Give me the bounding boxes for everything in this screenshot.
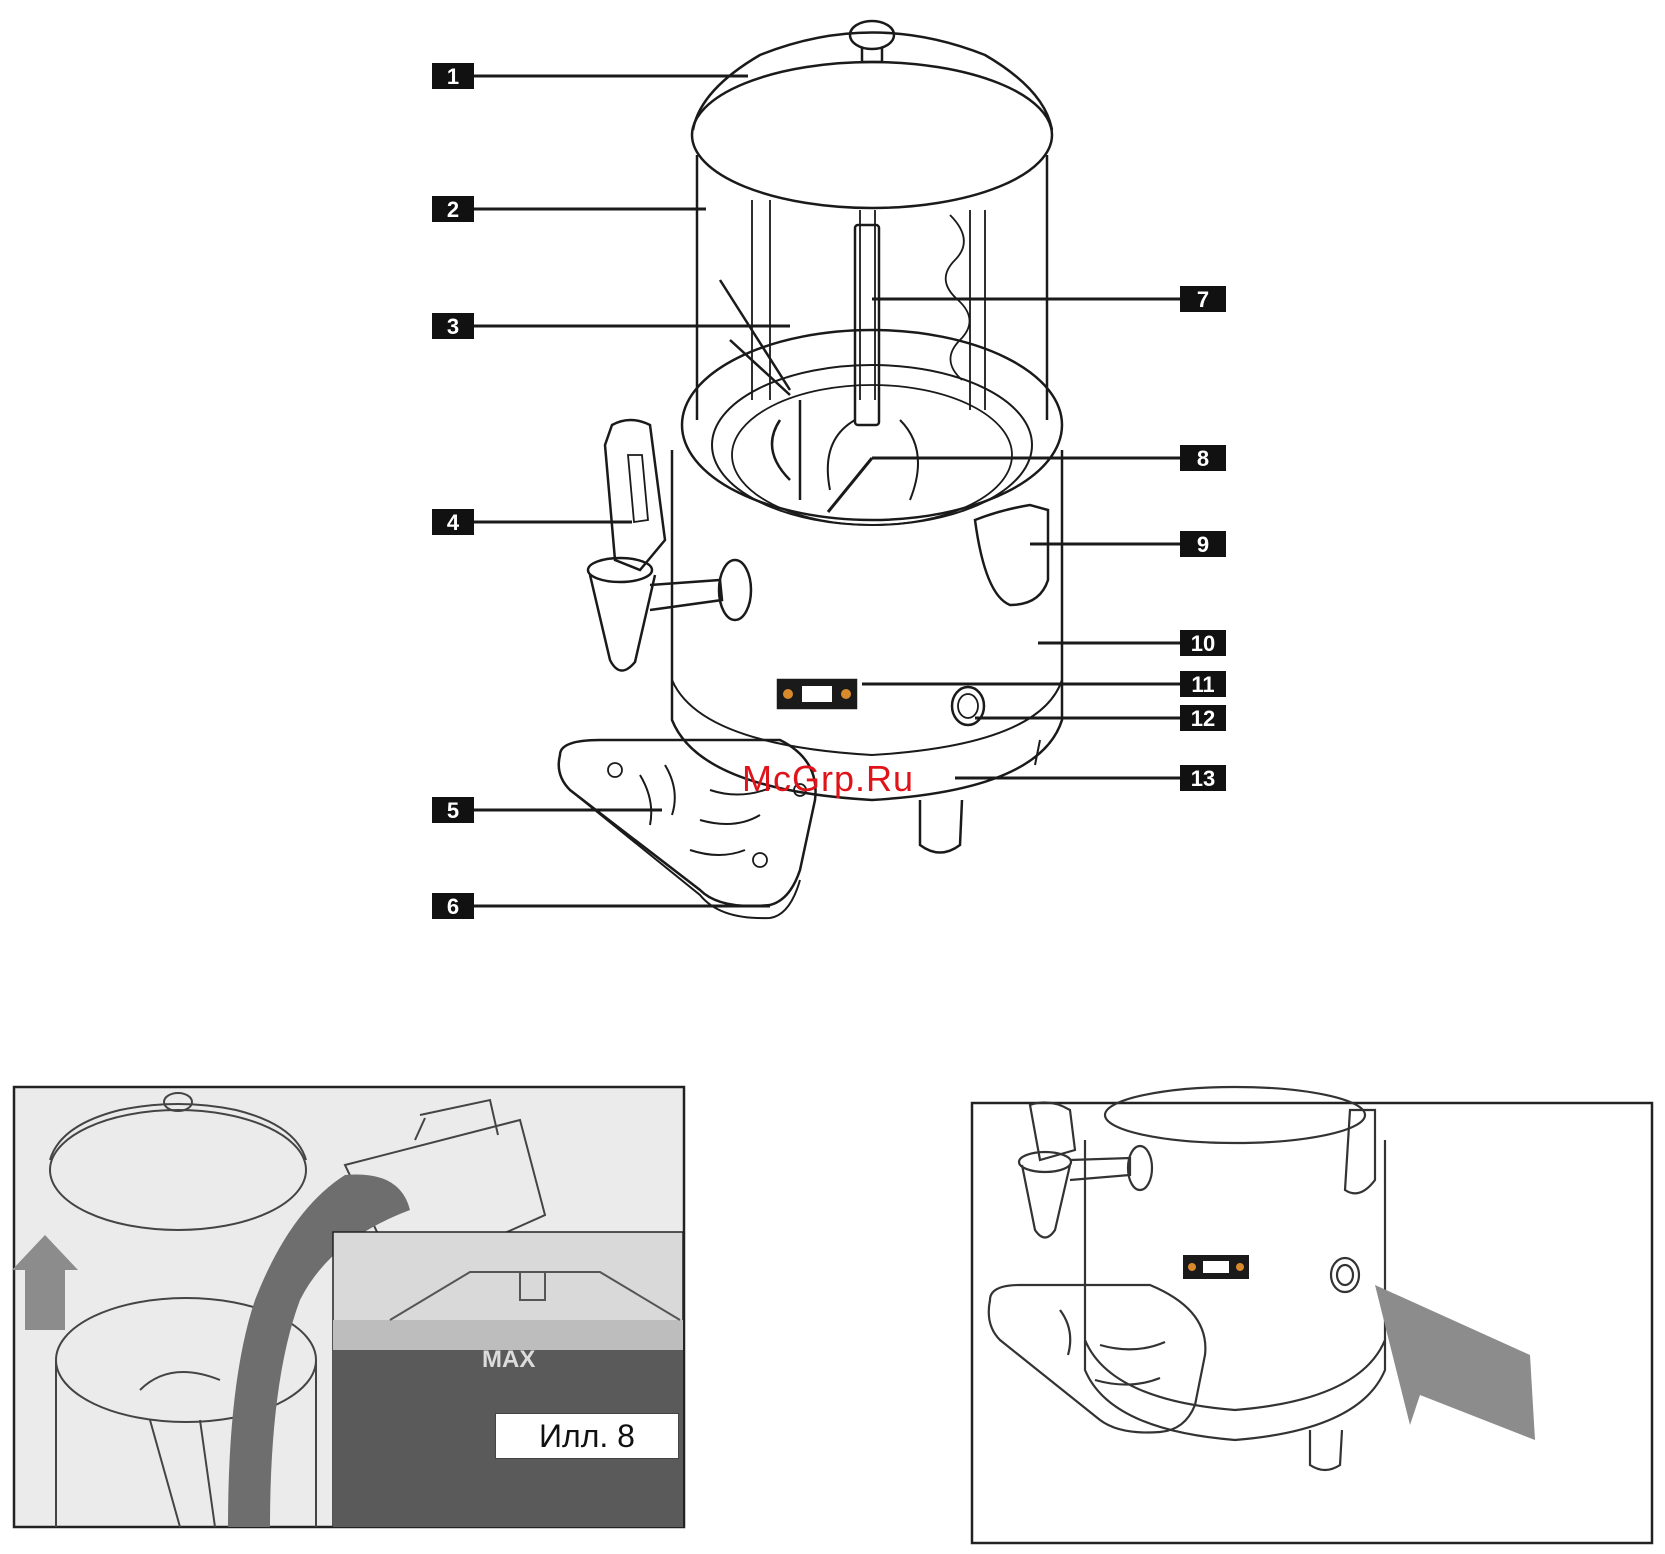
tap-nut: [719, 560, 751, 620]
svg-text:11: 11: [1191, 672, 1214, 697]
callout-10: 10: [1180, 630, 1226, 656]
switch-frame: [972, 1103, 1652, 1543]
watermark: McGrp.Ru: [742, 758, 914, 800]
side-handle: [975, 505, 1048, 605]
tap-spout: [590, 575, 655, 671]
svg-text:13: 13: [1191, 766, 1215, 791]
foot-front: [920, 800, 962, 853]
base-housing: [672, 450, 1062, 800]
callout-2: 2: [432, 196, 474, 222]
callout-9: 9: [1180, 531, 1226, 557]
tap-lever: [605, 420, 665, 570]
tap-pipe: [650, 580, 722, 610]
svg-text:7: 7: [1197, 287, 1209, 312]
callout-4: 4: [432, 509, 474, 535]
callout-1: 1: [432, 63, 474, 89]
callout-13: 13: [1180, 765, 1226, 791]
callout-8: 8: [1180, 445, 1226, 471]
filling-illustration: [12, 1087, 684, 1527]
svg-text:8: 8: [1197, 446, 1209, 471]
svg-text:6: 6: [447, 894, 459, 919]
svg-text:2: 2: [447, 197, 459, 222]
callout-6: 6: [432, 893, 474, 919]
switch-illustration: [972, 1087, 1652, 1543]
callout-11: 11: [1180, 671, 1226, 697]
bowl-walls: [697, 155, 1047, 420]
svg-text:9: 9: [1197, 532, 1209, 557]
lid: [692, 62, 1052, 208]
svg-text:10: 10: [1191, 631, 1215, 656]
callout-12: 12: [1180, 705, 1226, 731]
max-label: MAX: [482, 1346, 535, 1374]
svg-text:1: 1: [447, 64, 459, 89]
svg-text:4: 4: [447, 510, 460, 535]
mixing-paddle: [720, 280, 800, 500]
svg-text:5: 5: [447, 798, 459, 823]
svg-text:12: 12: [1191, 706, 1215, 731]
callout-3: 3: [432, 313, 474, 339]
figure-caption: Илл. 8: [495, 1413, 679, 1459]
callout-7: 7: [1180, 286, 1226, 312]
svg-text:3: 3: [447, 314, 459, 339]
callout-5: 5: [432, 797, 474, 823]
lid-knob: [850, 21, 894, 49]
